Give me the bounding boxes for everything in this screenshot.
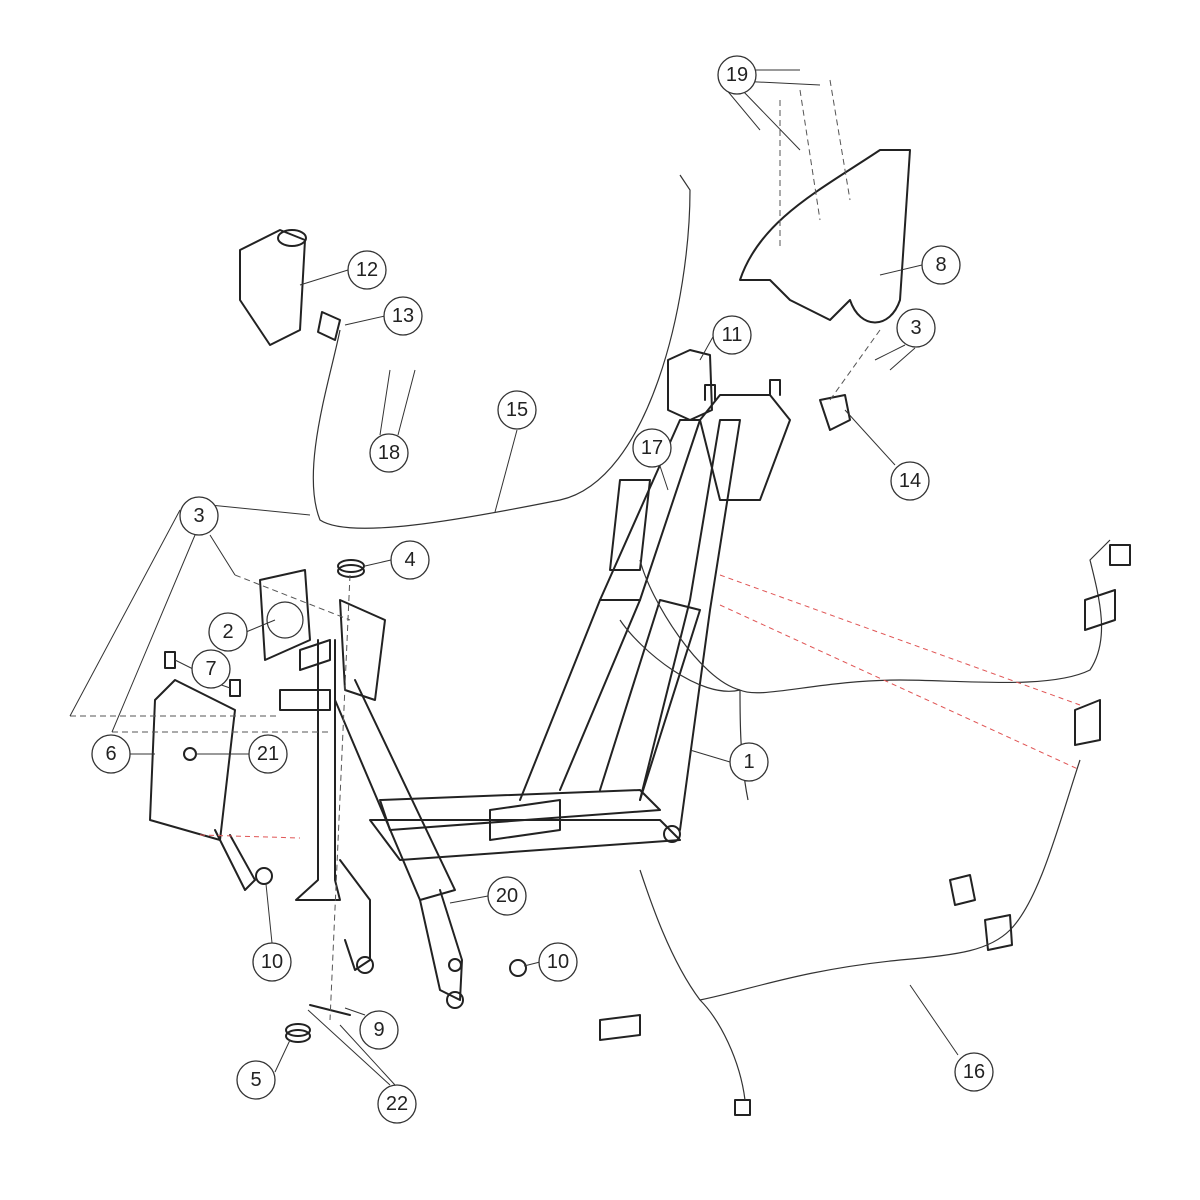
callout-circle (383, 296, 423, 336)
callout-number: 5 (250, 1069, 261, 1091)
callout-circle (712, 315, 752, 355)
callout-11: 11 (712, 315, 752, 355)
callout-number: 10 (547, 951, 569, 973)
callout-circle (248, 734, 288, 774)
callout-circle (717, 55, 757, 95)
callout-number: 19 (726, 64, 748, 86)
callout-3: 3 (179, 496, 219, 536)
callout-22: 22 (377, 1084, 417, 1124)
callout-10: 10 (252, 942, 292, 982)
callout-number: 18 (378, 442, 400, 464)
callout-circle (369, 433, 409, 473)
callout-circle (954, 1052, 994, 1092)
callout-number: 20 (496, 885, 518, 907)
callout-number: 1 (743, 751, 754, 773)
ignition-lock-12 (239, 229, 306, 346)
callout-circle (729, 742, 769, 782)
callout-18: 18 (369, 433, 409, 473)
callout-number: 8 (935, 254, 946, 276)
wiring-harness-16 (739, 539, 1111, 694)
callout-17: 17 (632, 428, 672, 468)
callout-10: 10 (538, 942, 578, 982)
callout-labels: 19 12 13 11 8 3 18 15 17 14 3 4 27 6 21 1 20 10 10 9 5 22 16 (91, 55, 994, 1124)
bracket-6 (149, 679, 236, 841)
callout-circle (538, 942, 578, 982)
callout-6: 6 (91, 734, 131, 774)
part-14 (819, 394, 851, 431)
callout-number: 14 (899, 470, 921, 492)
callout-circle (236, 1060, 276, 1100)
callout-number: 10 (261, 951, 283, 973)
head-bracket (339, 599, 386, 701)
callout-20: 20 (487, 876, 527, 916)
callout-number: 22 (386, 1093, 408, 1115)
callout-4: 4 (390, 540, 430, 580)
callout-circle (890, 461, 930, 501)
callout-circle (377, 1084, 417, 1124)
callout-circle (497, 390, 537, 430)
callout-number: 12 (356, 259, 378, 281)
callout-number: 13 (392, 305, 414, 327)
callout-21: 21 (248, 734, 288, 774)
callout-circle (179, 496, 219, 536)
callout-circle (487, 876, 527, 916)
main-frame (295, 379, 791, 1009)
callout-number: 3 (193, 505, 204, 527)
callout-circle (896, 308, 936, 348)
callout-number: 15 (506, 399, 528, 421)
callout-circle (252, 942, 292, 982)
rear-fender-8 (739, 149, 911, 324)
callout-circle (347, 250, 387, 290)
callout-2: 2 (208, 612, 248, 652)
callout-circle (91, 734, 131, 774)
callout-number: 6 (105, 743, 116, 765)
callout-7: 7 (191, 649, 231, 689)
callout-circle (390, 540, 430, 580)
callout-circle (359, 1010, 399, 1050)
callout-number: 21 (257, 743, 279, 765)
callout-14: 14 (890, 461, 930, 501)
callout-number: 2 (222, 621, 233, 643)
callout-8: 8 (921, 245, 961, 285)
bracket-2 (259, 569, 311, 661)
callout-15: 15 (497, 390, 537, 430)
callout-5: 5 (236, 1060, 276, 1100)
callout-circle (191, 649, 231, 689)
callout-12: 12 (347, 250, 387, 290)
callout-19: 19 (717, 55, 757, 95)
callout-number: 7 (205, 658, 216, 680)
callout-9: 9 (359, 1010, 399, 1050)
callout-16: 16 (954, 1052, 994, 1092)
callout-number: 4 (404, 549, 415, 571)
callout-circle (921, 245, 961, 285)
callout-3: 3 (896, 308, 936, 348)
callout-number: 9 (373, 1019, 384, 1041)
callout-13: 13 (383, 296, 423, 336)
callout-1: 1 (729, 742, 769, 782)
callout-number: 16 (963, 1061, 985, 1083)
callout-number: 11 (722, 324, 743, 346)
cable-15 (312, 174, 691, 529)
callout-circle (208, 612, 248, 652)
callout-number: 3 (910, 317, 921, 339)
part-11 (667, 349, 713, 421)
callout-number: 17 (641, 437, 663, 459)
callout-circle (632, 428, 672, 468)
